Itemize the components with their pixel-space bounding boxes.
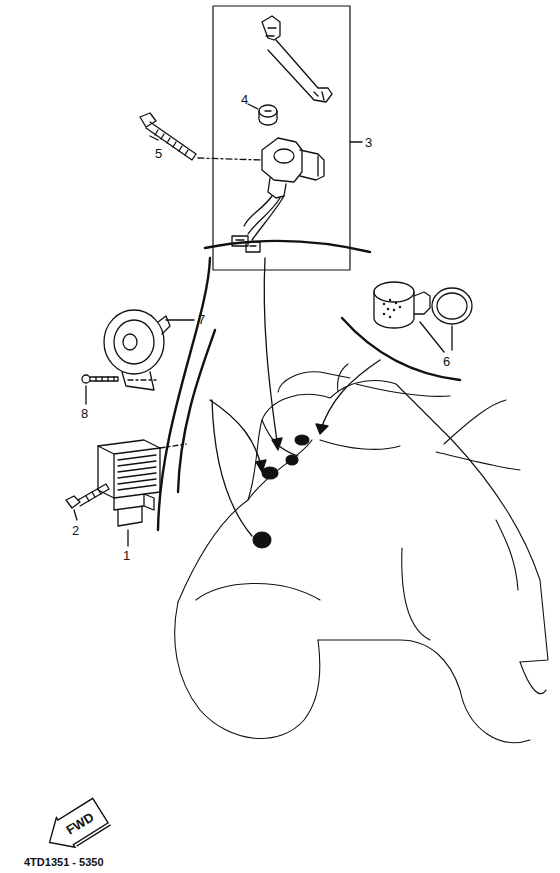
- leader-line: [248, 104, 258, 109]
- callout-number: 1: [123, 548, 130, 563]
- separator-arc: [158, 258, 210, 530]
- pointer-arrow: [210, 258, 380, 536]
- callout-number: 7: [198, 312, 205, 327]
- screw: [82, 375, 118, 404]
- leader-line: [74, 510, 77, 520]
- callout-number: 8: [81, 406, 88, 421]
- callout-number: 5: [155, 146, 162, 161]
- leader-line: [420, 322, 452, 352]
- leader-line: [350, 141, 362, 142]
- separator-arc: [205, 241, 370, 252]
- part-code: 4TD1351 - 5350: [24, 855, 104, 870]
- leader-line: [166, 319, 194, 320]
- separator-arc: [178, 330, 215, 492]
- motorcycle-outline: [175, 364, 548, 743]
- callout-number: 2: [72, 523, 79, 538]
- ignition-switch: [232, 16, 332, 252]
- direction-arrow: FWD: [39, 794, 111, 858]
- callout-number: 3: [365, 135, 372, 150]
- accessory-socket: [374, 282, 472, 328]
- bolt: [66, 484, 109, 520]
- assembly-frame: [213, 6, 350, 270]
- callout-number: 4: [241, 92, 248, 107]
- callout-number: 6: [443, 354, 450, 369]
- leader-line: [127, 530, 128, 546]
- bolt: [140, 113, 262, 160]
- rectifier-regulator: [98, 440, 186, 546]
- leader-line: [150, 136, 158, 140]
